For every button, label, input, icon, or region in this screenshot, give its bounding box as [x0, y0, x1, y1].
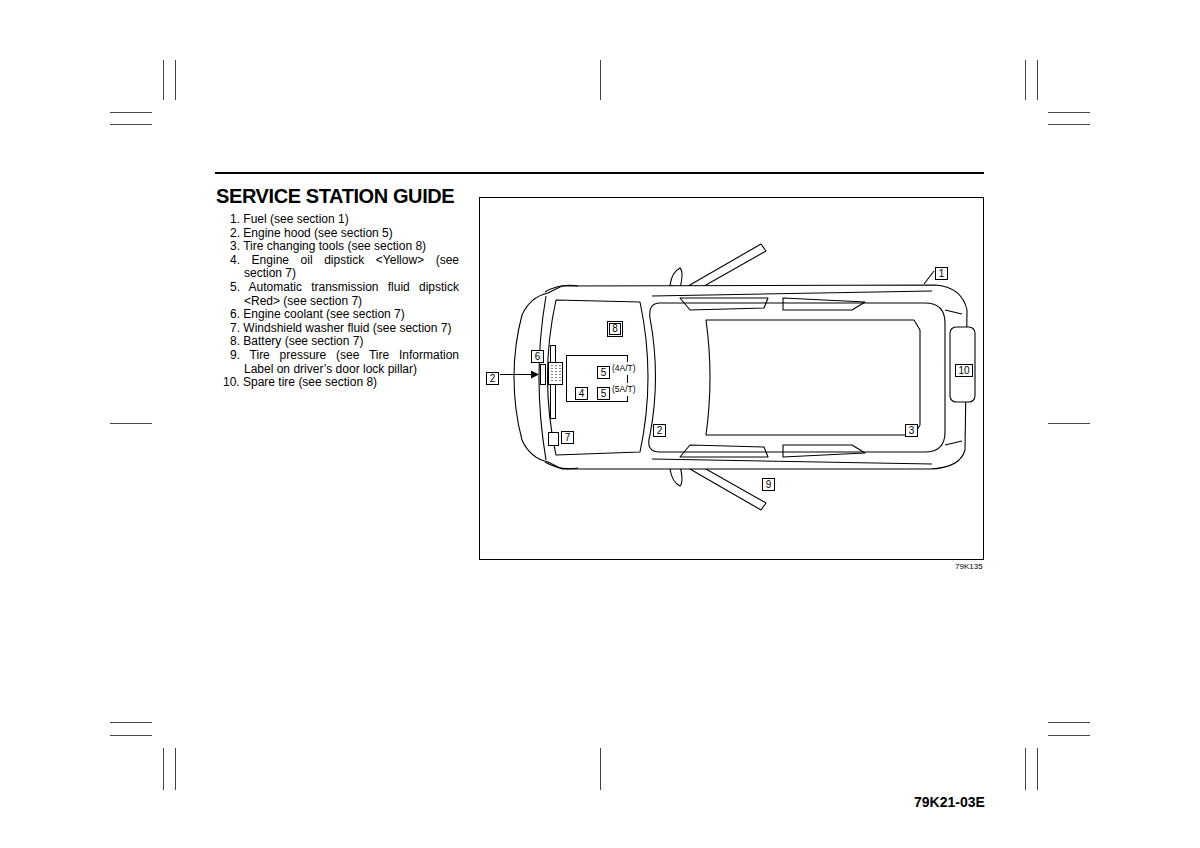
callout: 5(4A/T) [597, 362, 637, 380]
callout-number: 2 [653, 424, 666, 437]
crop-marks-part [163, 748, 164, 790]
vehicle-top-view-part [706, 320, 920, 435]
leader-arrow [500, 371, 539, 379]
callout: 6 [531, 346, 544, 364]
list-item: 4. Engine oil dipstick <Yellow> (see sec… [223, 254, 459, 281]
page-code: 79K21-03E [914, 794, 985, 810]
callout-note: (4A/T) [611, 362, 637, 375]
callout: 3 [905, 420, 918, 438]
callout-note: (5A/T) [611, 383, 637, 396]
callout-number: 5 [597, 366, 610, 379]
list-item: 6. Engine coolant (see section 7) [223, 308, 459, 322]
list-item: 5. Automatic transmission fluid dipstick… [223, 281, 459, 308]
crop-marks-part [110, 735, 152, 736]
vehicle-top-view [514, 244, 975, 510]
vehicle-top-view-part [548, 300, 649, 455]
crop-marks-part [1037, 748, 1038, 790]
crop-marks-part [110, 124, 152, 125]
callout-number: 10 [955, 364, 973, 377]
list-item: 8. Battery (see section 7) [223, 335, 459, 349]
callout: 9 [762, 474, 775, 492]
callout: 8 [607, 318, 623, 337]
leader-arrow-part [500, 374, 532, 375]
crop-marks-part [1048, 112, 1090, 113]
crop-marks-part [175, 60, 176, 100]
crop-marks-part [1025, 60, 1026, 100]
engine-bay-part [552, 365, 553, 382]
leader-arrow-part [531, 371, 539, 379]
vehicle-top-view-part [680, 445, 768, 457]
callout: 1 [935, 263, 948, 281]
vehicle-top-view-part [680, 298, 768, 310]
vehicle-top-view-part [545, 462, 578, 469]
callout-number: 2 [486, 372, 499, 385]
callout-number: 9 [762, 478, 775, 491]
crop-marks [110, 60, 1090, 790]
engine-bay-part [541, 365, 546, 385]
callout-number: 8 [607, 321, 623, 337]
crop-marks-part [175, 748, 176, 790]
service-list: 1. Fuel (see section 1)2. Engine hood (s… [223, 213, 459, 390]
vehicle-top-view-part [514, 285, 967, 469]
callout-number: 1 [935, 267, 948, 280]
figure-frame [480, 198, 984, 560]
list-item: 3. Tire changing tools (see section 8) [223, 240, 459, 254]
engine-bay-part [549, 363, 563, 385]
crop-marks-part [600, 748, 601, 790]
callout-number: 5 [597, 387, 610, 400]
vehicle-top-view-part [545, 285, 578, 292]
crop-marks-part [110, 112, 152, 113]
figure-code: 79K135 [955, 562, 983, 572]
page-title: SERVICE STATION GUIDE [216, 184, 454, 208]
engine-bay-part [560, 365, 561, 382]
vehicle-top-view-part [652, 291, 932, 296]
list-item: 2. Engine hood (see section 5) [223, 227, 459, 241]
vehicle-top-view-part [950, 327, 975, 402]
engine-bay-part [556, 365, 557, 382]
crop-marks-part [1037, 60, 1038, 100]
vehicle-top-view-part [539, 296, 546, 460]
battery-symbol [549, 433, 559, 446]
callout-number: 6 [531, 350, 544, 363]
callout-number: 7 [561, 431, 574, 444]
callout: 7 [561, 427, 574, 445]
vehicle-top-view-part [924, 271, 934, 284]
crop-marks-part [600, 60, 601, 100]
vehicle-top-view-part [649, 303, 945, 452]
callout: 2 [486, 368, 499, 386]
callout: 2 [653, 420, 666, 438]
callout: 5(5A/T) [597, 383, 637, 401]
crop-marks-part [1048, 735, 1090, 736]
crop-marks-part [110, 722, 152, 723]
title-rule [215, 172, 984, 174]
list-item: 7. Windshield washer fluid (see section … [223, 322, 459, 336]
vehicle-top-view-part [670, 268, 682, 288]
vehicle-top-view-part [945, 441, 962, 445]
vehicle-top-view-part [783, 445, 865, 457]
list-item: 1. Fuel (see section 1) [223, 213, 459, 227]
crop-marks-part [1025, 748, 1026, 790]
list-item: 9. Tire pressure (see Tire Information L… [223, 349, 459, 376]
callout-number: 3 [905, 424, 918, 437]
vehicle-top-view-part [945, 310, 962, 314]
crop-marks-part [1048, 423, 1090, 424]
callout-number: 4 [575, 387, 588, 400]
crop-marks-part [1048, 722, 1090, 723]
crop-marks-part [163, 60, 164, 100]
callout: 4 [575, 383, 588, 401]
crop-marks-part [1048, 124, 1090, 125]
crop-marks-part [110, 423, 152, 424]
vehicle-top-view-part [783, 298, 865, 310]
callout: 10 [955, 360, 973, 378]
vehicle-top-view-part [652, 459, 932, 464]
list-item: 10. Spare tire (see section 8) [223, 376, 459, 390]
